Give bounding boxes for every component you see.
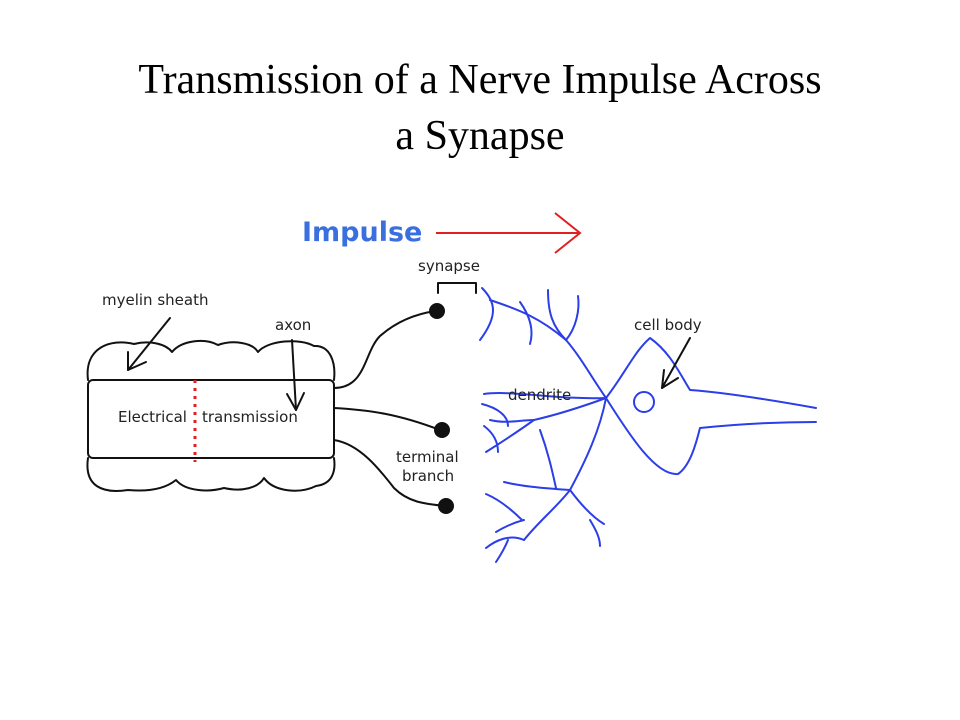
synaptic-knob-middle	[434, 422, 450, 438]
axon-body	[87, 379, 335, 459]
slide-title: Transmission of a Nerve Impulse Across a…	[0, 52, 960, 164]
myelin-sheath-label: myelin sheath	[102, 291, 208, 309]
branch-label: branch	[402, 467, 454, 485]
synaptic-knob-top	[429, 303, 445, 319]
dendrite-label: dendrite	[508, 386, 571, 404]
synapse-label: synapse	[418, 257, 480, 275]
electrical-label: Electrical	[118, 408, 187, 426]
receiving-neuron	[479, 287, 817, 563]
title-line-1: Transmission of a Nerve Impulse Across	[138, 57, 822, 103]
cell-body-arrow	[661, 337, 691, 389]
synapse-bracket	[437, 282, 477, 294]
axon-label: axon	[275, 316, 311, 334]
axon-arrow	[286, 339, 305, 411]
cell-body-label: cell body	[634, 316, 702, 334]
myelin-sheath-arrow	[127, 317, 171, 371]
myelin-sheath-bottom	[86, 457, 336, 492]
title-line-2: a Synapse	[395, 113, 565, 159]
terminal-label: terminal	[396, 448, 459, 466]
impulse-arrow	[436, 212, 582, 254]
synaptic-knob-bottom	[438, 498, 454, 514]
myelin-sheath-top	[86, 339, 336, 381]
impulse-label: Impulse	[302, 217, 422, 248]
transmission-label: transmission	[202, 408, 298, 426]
terminal-branches	[333, 310, 447, 507]
